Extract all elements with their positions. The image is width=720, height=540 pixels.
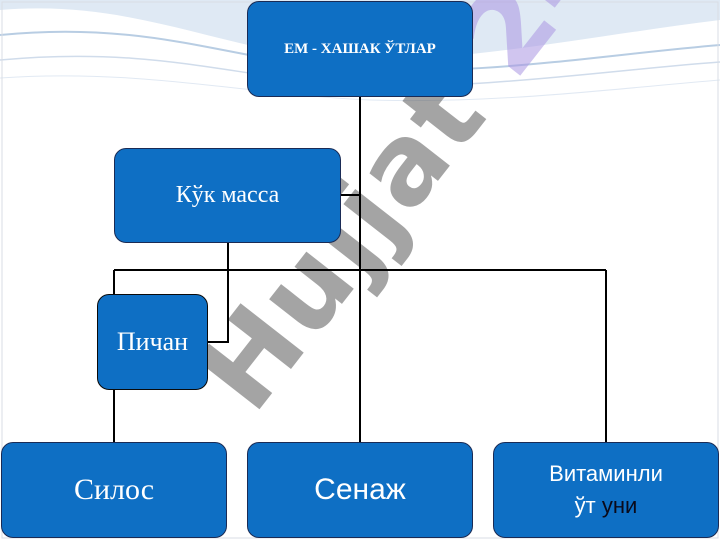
node-kuk-massa-label: Кўк масса bbox=[175, 182, 280, 208]
node-silos: Силос bbox=[1, 442, 227, 538]
node-vit-line1: Витаминли bbox=[549, 461, 663, 486]
root-node: ЕМ - ХАШАК ЎТЛАР bbox=[247, 1, 473, 97]
node-silos-label: Силос bbox=[73, 473, 155, 506]
node-pichan-label: Пичан bbox=[116, 327, 189, 356]
node-senaj-label: Сенаж bbox=[314, 473, 406, 506]
node-pichan: Пичан bbox=[97, 294, 208, 390]
node-vit-line2: ўт уни bbox=[575, 490, 638, 522]
node-kuk-massa: Кўк масса bbox=[114, 148, 341, 243]
node-vit-line2-b: уни bbox=[601, 493, 638, 518]
node-senaj: Сенаж bbox=[247, 442, 473, 538]
root-label: ЕМ - ХАШАК ЎТЛАР bbox=[284, 40, 436, 57]
node-vit-line2-a: ўт bbox=[574, 493, 602, 518]
node-vitaminli-ut-uni: Витаминли ўт уни bbox=[493, 442, 719, 538]
